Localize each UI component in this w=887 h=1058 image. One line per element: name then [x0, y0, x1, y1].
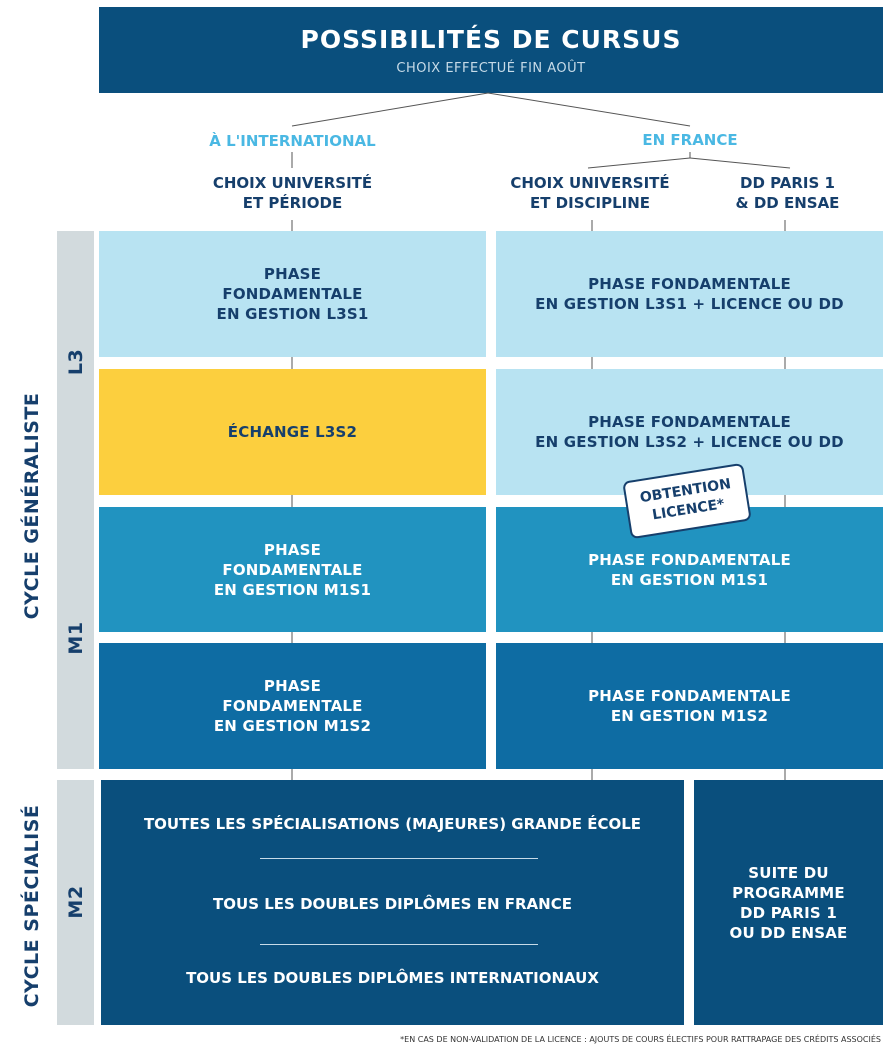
m2-divider: [260, 944, 538, 945]
cell-m2-main: TOUTES LES SPÉCIALISATIONS (MAJEURES) GR…: [101, 780, 684, 1025]
cell-line: FONDAMENTALE: [222, 560, 363, 579]
cell-l3s1-france: PHASE FONDAMENTALE EN GESTION L3S1 + LIC…: [496, 231, 883, 357]
cell-line: EN GESTION L3S1 + LICENCE OU DD: [535, 295, 844, 313]
m2-item-dd-france: TOUS LES DOUBLES DIPLÔMES EN FRANCE: [213, 895, 572, 913]
level-m1-label: M1: [65, 621, 87, 655]
cell-l3s2-international: ÉCHANGE L3S2: [99, 369, 486, 495]
cell-line: PHASE FONDAMENTALE: [588, 687, 791, 705]
branch-international: À L'INTERNATIONAL: [209, 132, 376, 150]
cell-l3s1-international: PHASE FONDAMENTALE EN GESTION L3S1: [99, 231, 486, 357]
column-header-line: DD PARIS 1: [740, 174, 835, 192]
cycle-generaliste-label: CYCLE GÉNÉRALISTE: [21, 392, 43, 620]
column-header-dd: DD PARIS 1 & DD ENSAE: [705, 173, 870, 213]
level-l3-label: L3: [65, 348, 87, 376]
header-banner: POSSIBILITÉS DE CURSUS CHOIX EFFECTUÉ FI…: [99, 7, 883, 93]
cell-line: PHASE: [263, 677, 322, 695]
cell-line: PHASE: [263, 265, 322, 283]
level-m2-label: M2: [65, 885, 87, 919]
cell-line: FONDAMENTALE: [222, 697, 363, 715]
column-header-france-university: CHOIX UNIVERSITÉ ET DISCIPLINE: [485, 173, 695, 213]
side-bar-generaliste: [57, 231, 94, 769]
m2-item-specialisations: TOUTES LES SPÉCIALISATIONS (MAJEURES) GR…: [143, 815, 642, 833]
side-bar-specialise: [57, 780, 94, 1025]
cell-line: PHASE FONDAMENTALE: [588, 550, 791, 569]
cell-m1s2-france: PHASE FONDAMENTALE EN GESTION M1S2: [496, 643, 883, 769]
cell-line: EN GESTION M1S1: [213, 580, 372, 599]
m2-item-dd-international: TOUS LES DOUBLES DIPLÔMES INTERNATIONAUX: [186, 969, 599, 987]
cell-line: PHASE: [263, 540, 322, 559]
column-header-line: ET PÉRIODE: [242, 194, 343, 212]
column-header-international: CHOIX UNIVERSITÉ ET PÉRIODE: [180, 173, 405, 213]
cell-line: EN GESTION L3S1: [216, 305, 369, 323]
cell-m1s1-international: PHASE FONDAMENTALE EN GESTION M1S1: [99, 507, 486, 632]
cell-line: EN GESTION M1S1: [610, 570, 769, 589]
footnote: *EN CAS DE NON-VALIDATION DE LA LICENCE …: [400, 1035, 881, 1044]
cell-line: SUITE DU PROGRAMME: [732, 863, 845, 902]
cell-m1s2-international: PHASE FONDAMENTALE EN GESTION M1S2: [99, 643, 486, 769]
page-subtitle: CHOIX EFFECTUÉ FIN AOÛT: [396, 61, 586, 76]
column-header-line: & DD ENSAE: [735, 194, 840, 212]
cell-line: ÉCHANGE L3S2: [227, 423, 358, 441]
page-title: POSSIBILITÉS DE CURSUS: [300, 25, 682, 54]
cell-line: FONDAMENTALE: [222, 285, 363, 303]
column-header-line: CHOIX UNIVERSITÉ: [510, 174, 670, 192]
cell-line: EN GESTION M1S2: [213, 717, 372, 735]
cycle-specialise-label: CYCLE SPÉCIALISÉ: [21, 804, 43, 1008]
cell-line: DD PARIS 1: [740, 903, 837, 922]
column-header-line: CHOIX UNIVERSITÉ: [212, 174, 373, 192]
cell-line: EN GESTION L3S2 + LICENCE OU DD: [535, 433, 844, 451]
cell-line: PHASE FONDAMENTALE: [588, 275, 791, 293]
m2-divider: [260, 858, 538, 859]
cell-line: PHASE FONDAMENTALE: [588, 413, 791, 431]
cell-line: OU DD ENSAE: [729, 923, 848, 942]
cell-m2-dd: SUITE DU PROGRAMME DD PARIS 1 OU DD ENSA…: [694, 780, 883, 1025]
cell-line: EN GESTION M1S2: [610, 707, 769, 725]
branch-france: EN FRANCE: [642, 131, 738, 149]
column-header-line: ET DISCIPLINE: [529, 194, 651, 212]
